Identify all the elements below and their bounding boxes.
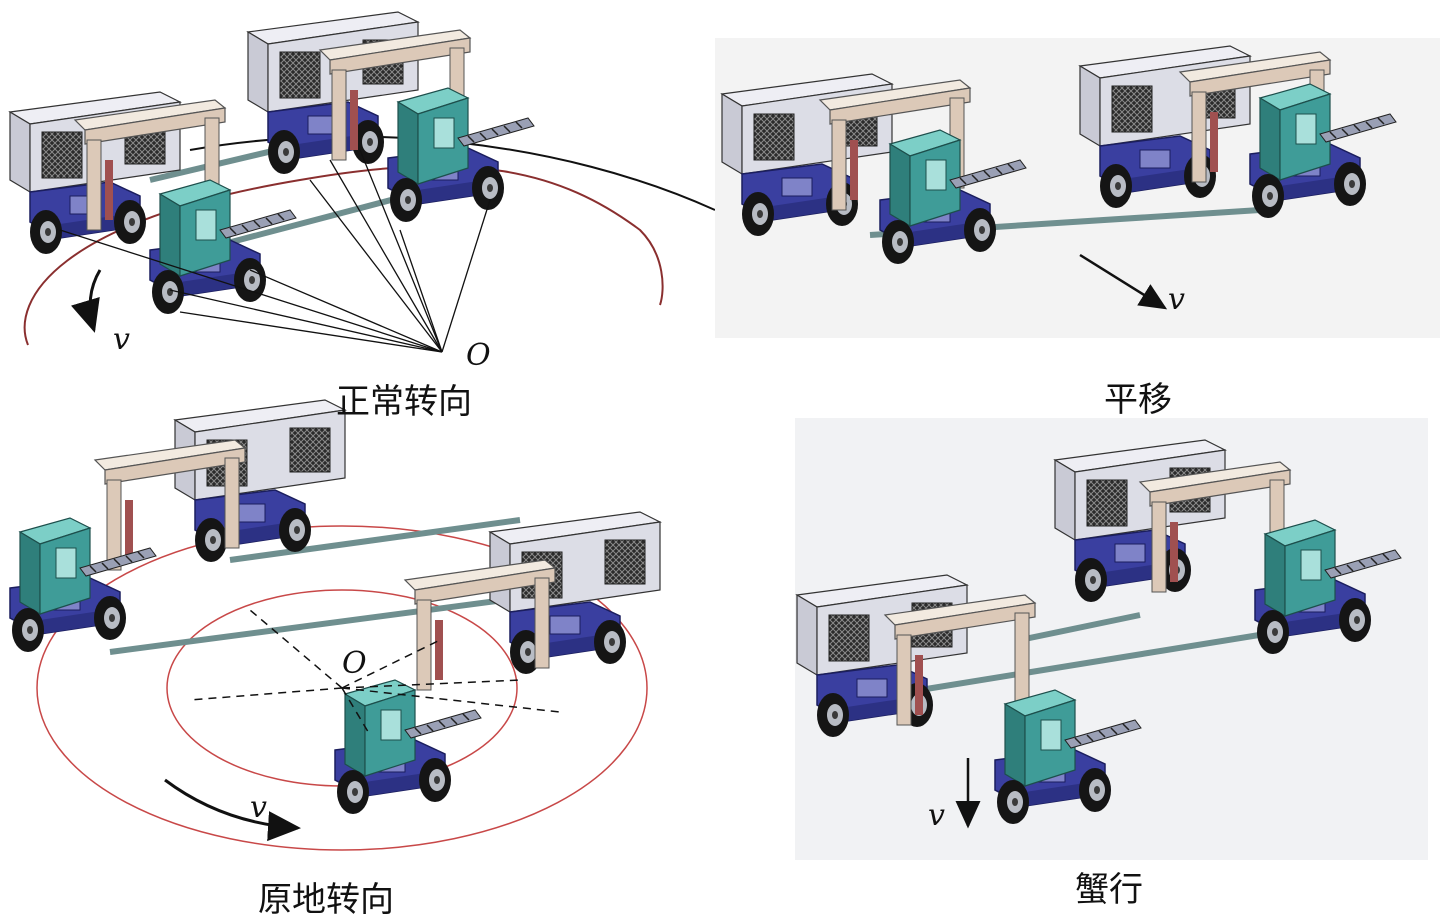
velocity-label: v [928,798,945,833]
velocity-arrow [1079,253,1168,310]
panel-translation [715,38,1440,338]
radius-lines [59,149,491,353]
panel-normal-steering [10,12,716,353]
velocity-label: v [1168,282,1185,317]
panel-crab-walk [795,418,1428,860]
velocity-arrow [71,269,102,333]
caption-crab-walk: 蟹行 [1075,870,1143,910]
path-circle-outer [36,525,648,851]
center-label: O [342,646,367,681]
velocity-label: v [250,790,267,825]
velocity-arrow [164,778,301,842]
caption-in-place-rotation: 原地转向 [258,880,394,920]
radius-lines [189,609,561,736]
velocity-label: v [113,322,130,357]
panel-in-place-rotation [10,400,660,851]
center-label: O [466,338,491,373]
caption-translation: 平移 [1104,380,1172,420]
caption-normal-steering: 正常转向 [336,382,472,422]
